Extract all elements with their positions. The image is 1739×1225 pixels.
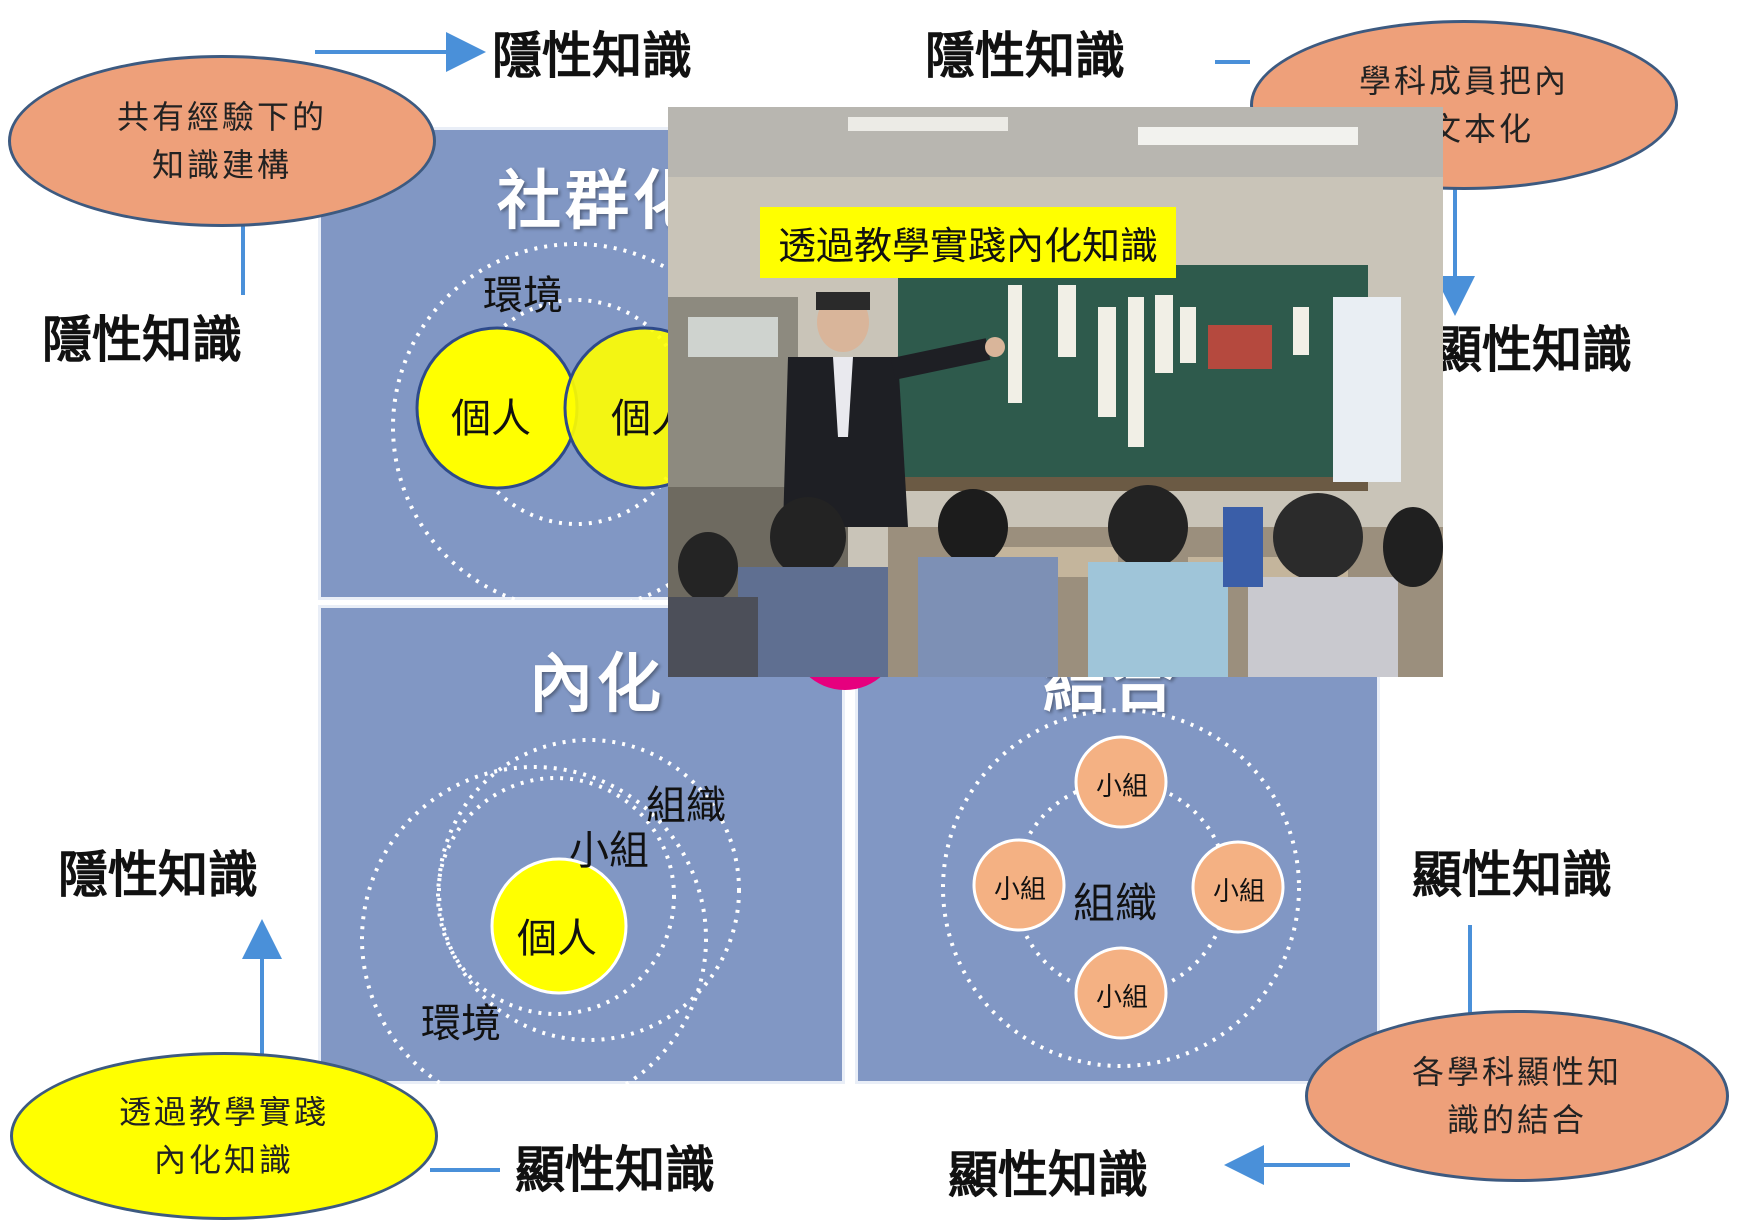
callout-shared-experience: 共有經驗下的 知識建構 bbox=[8, 55, 436, 227]
combination-quadrant: 結合 組織 小組 小組 小組 小組 bbox=[855, 605, 1380, 1084]
axis-label-right-lower: 顯性知識 bbox=[1412, 845, 1612, 904]
internalization-quadrant: 內化 組織 小組 個人 環境 bbox=[318, 605, 845, 1087]
axis-label-top-right: 隱性知識 bbox=[925, 26, 1125, 85]
group-label-bottom: 小組 bbox=[1096, 983, 1149, 1013]
callout-internalize-practice: 透過教學實踐 內化知識 bbox=[10, 1052, 438, 1220]
group-label: 小組 bbox=[569, 828, 649, 874]
callout-combine-subjects: 各學科顯性知 識的結合 bbox=[1305, 1010, 1729, 1182]
environment-label: 環境 bbox=[483, 273, 563, 319]
axis-label-bottom-right: 顯性知識 bbox=[948, 1145, 1148, 1204]
group-circle-top bbox=[1074, 735, 1168, 829]
person-label-left: 個人 bbox=[451, 396, 531, 442]
group-circle-left bbox=[972, 838, 1066, 932]
callout-shared-experience-text: 共有經驗下的 知識建構 bbox=[116, 98, 327, 184]
socialization-title: 社群化 bbox=[497, 164, 701, 239]
group-circle-right bbox=[1191, 840, 1285, 934]
group-label-right: 小組 bbox=[1213, 877, 1266, 907]
environment-ring bbox=[360, 765, 708, 1087]
photo-caption: 透過教學實踐內化知識 bbox=[760, 207, 1177, 278]
internalization-circles bbox=[360, 738, 741, 1087]
callout-internalize-practice-text: 透過教學實踐 內化知識 bbox=[118, 1093, 329, 1179]
classroom-scene bbox=[668, 107, 1443, 677]
person-label: 個人 bbox=[517, 916, 597, 962]
outer-ring bbox=[941, 708, 1301, 1068]
classroom-photo: 透過教學實踐內化知識 bbox=[668, 107, 1443, 677]
axis-label-left-lower: 隱性知識 bbox=[58, 845, 258, 904]
environment-label: 環境 bbox=[421, 1001, 501, 1047]
group-circle-bottom bbox=[1074, 946, 1168, 1040]
combination-circles bbox=[941, 708, 1301, 1068]
person-circle bbox=[490, 857, 628, 995]
callout-combine-subjects-text: 各學科顯性知 識的結合 bbox=[1411, 1053, 1622, 1139]
axis-label-bottom-left: 顯性知識 bbox=[515, 1140, 715, 1199]
internalization-title: 內化 bbox=[529, 647, 665, 722]
group-ring bbox=[436, 776, 676, 1016]
group-label-top: 小組 bbox=[1096, 772, 1149, 802]
organization-label: 組織 bbox=[1073, 879, 1158, 928]
organization-label: 組織 bbox=[646, 783, 726, 829]
axis-label-left-upper: 隱性知識 bbox=[42, 310, 242, 369]
group-label-left: 小組 bbox=[994, 875, 1047, 905]
axis-label-top-left: 隱性知識 bbox=[492, 26, 692, 85]
organization-ring bbox=[437, 738, 741, 1042]
axis-label-right-upper: 顯性知識 bbox=[1432, 320, 1632, 379]
